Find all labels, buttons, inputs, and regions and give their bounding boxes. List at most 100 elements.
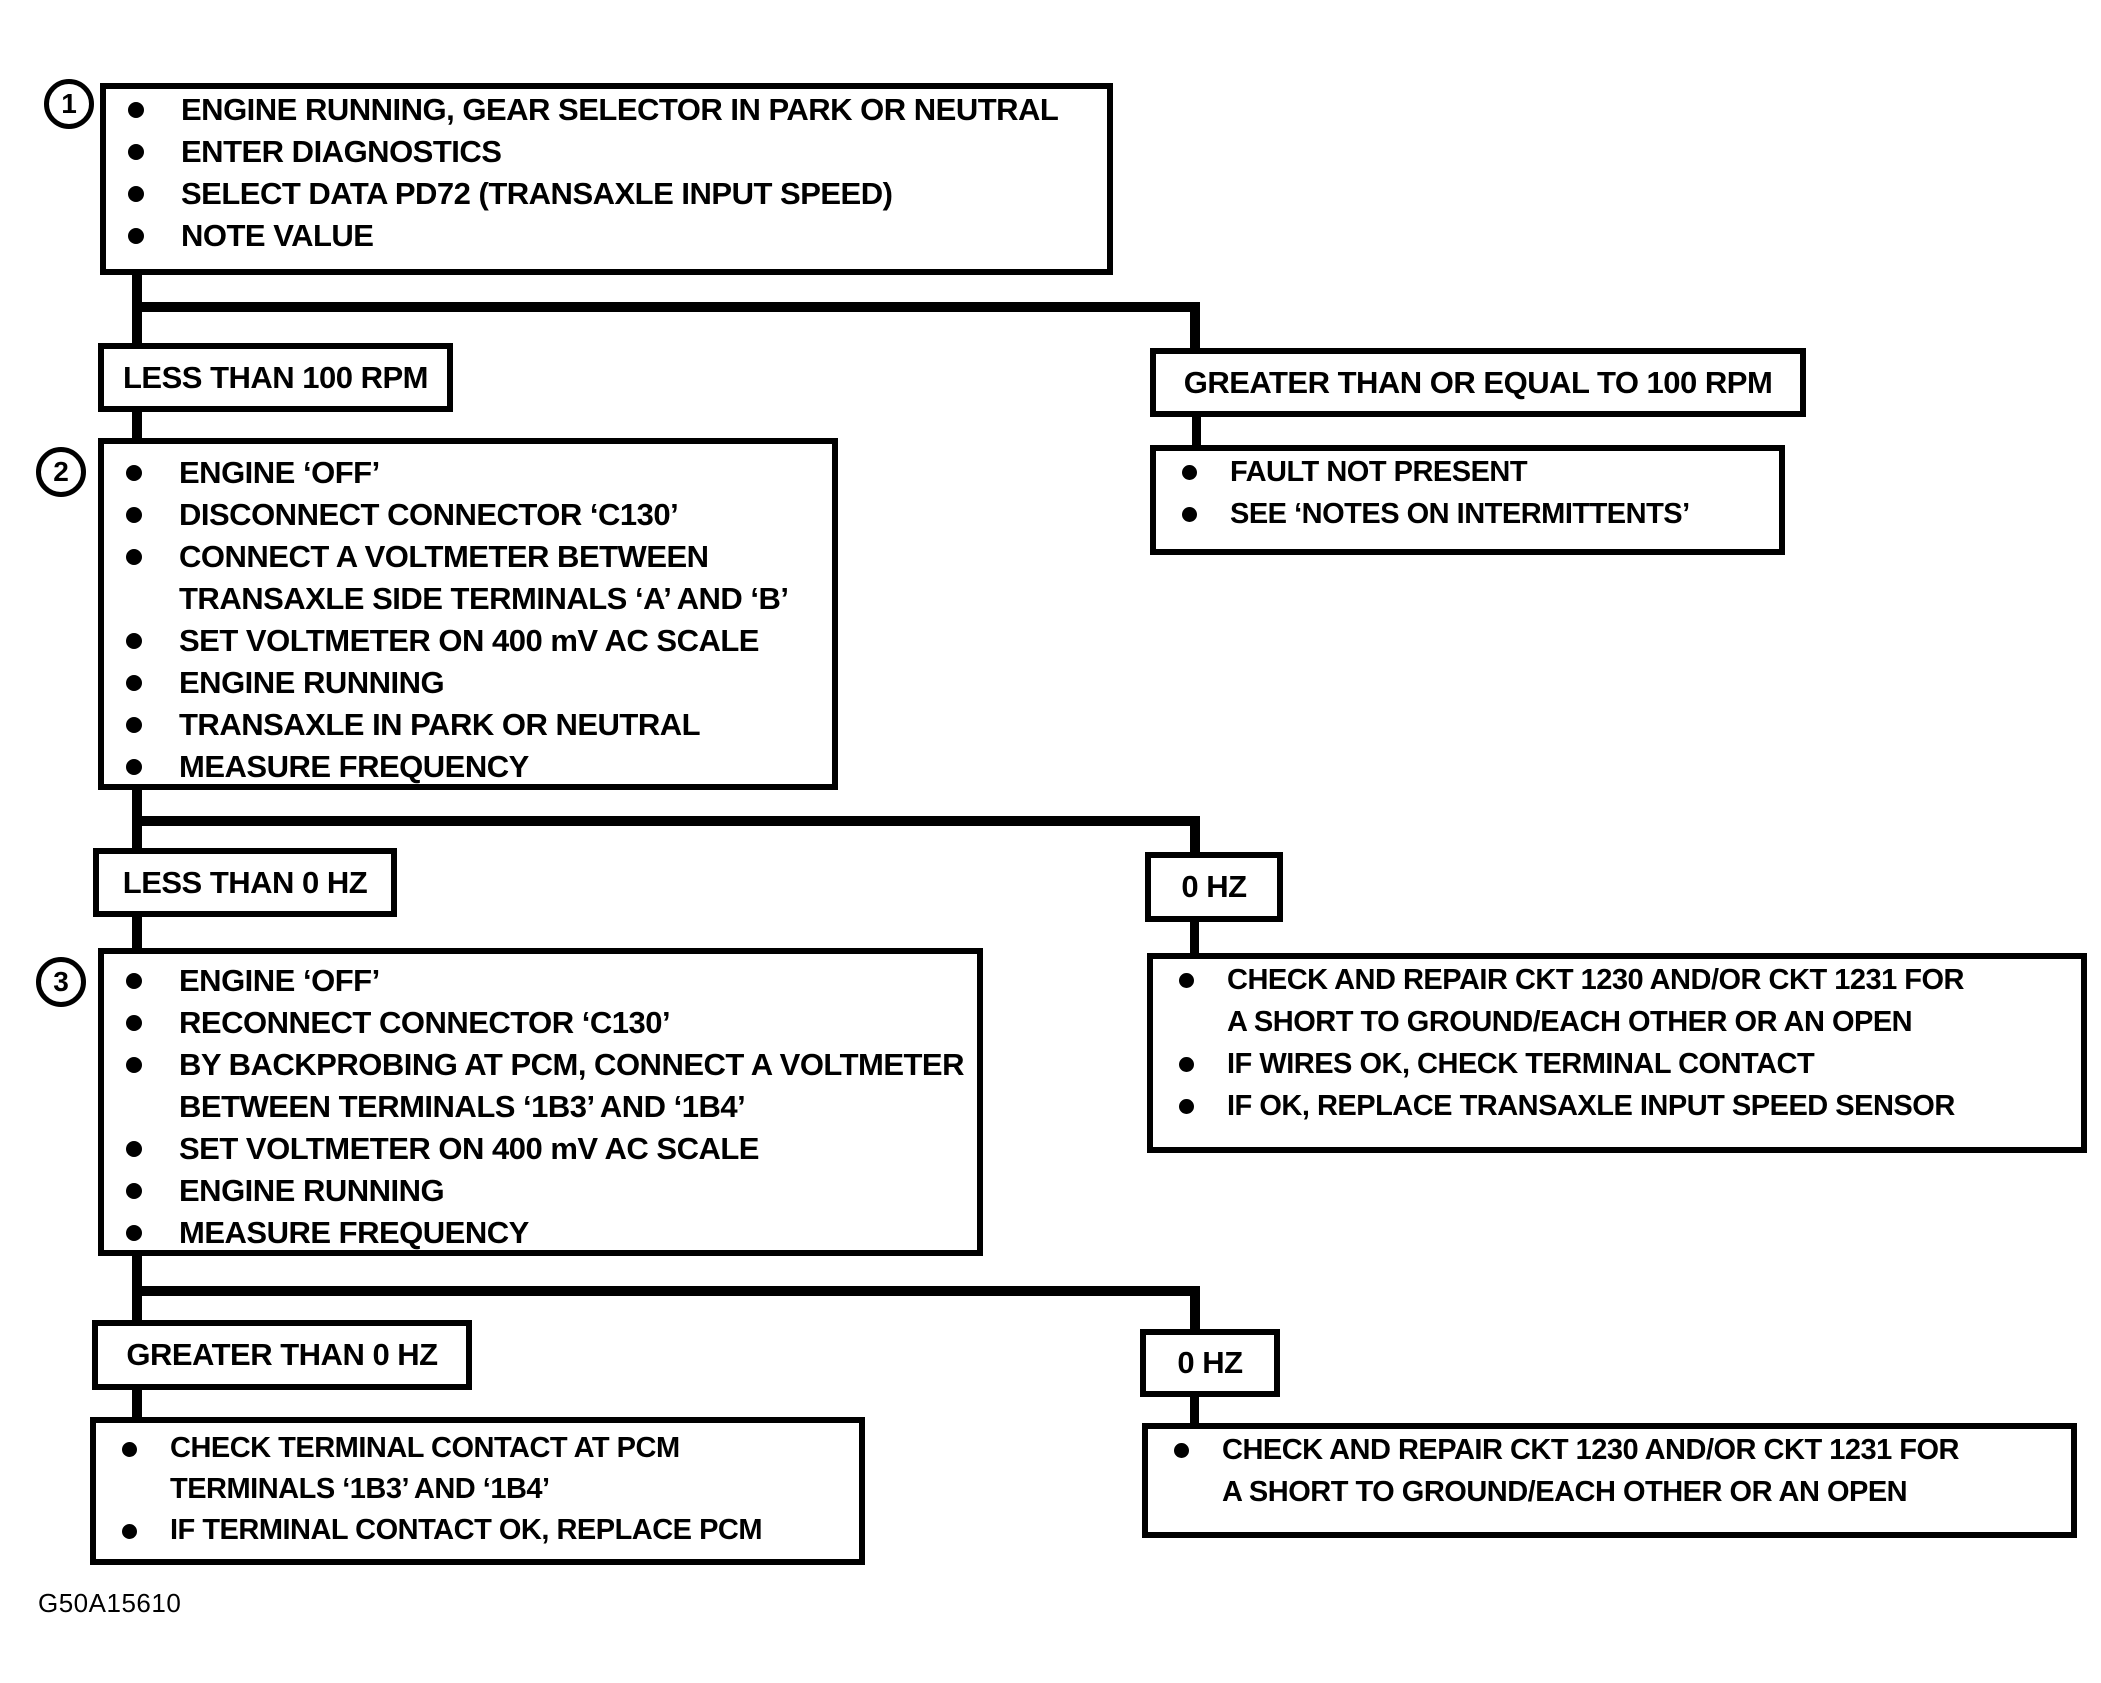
list-item: SET VOLTMETER ON 400 mV AC SCALE	[104, 1128, 977, 1170]
bullet-text: SET VOLTMETER ON 400 mV AC SCALE	[179, 1131, 759, 1166]
bullet-text: SET VOLTMETER ON 400 mV AC SCALE	[179, 623, 759, 658]
bullet-icon	[126, 507, 142, 523]
bullet-text: ENGINE RUNNING	[179, 665, 445, 700]
bullet-icon	[126, 1225, 142, 1241]
step-number-label: 3	[53, 966, 69, 997]
bullet-text: BY BACKPROBING AT PCM, CONNECT A VOLTMET…	[179, 1047, 965, 1124]
connector-line	[1192, 415, 1201, 449]
list-item: IF WIRES OK, CHECK TERMINAL CONTACT	[1153, 1043, 2081, 1085]
bullet-text: IF OK, REPLACE TRANSAXLE INPUT SPEED SEN…	[1227, 1090, 1955, 1122]
bullet-icon	[1179, 1099, 1194, 1114]
list-item: CHECK AND REPAIR CKT 1230 AND/OR CKT 123…	[1153, 959, 2081, 1043]
bullet-text: SELECT DATA PD72 (TRANSAXLE INPUT SPEED)	[181, 176, 893, 211]
bullet-text: CHECK AND REPAIR CKT 1230 AND/OR CKT 123…	[1222, 1434, 1960, 1508]
bullet-icon	[126, 549, 142, 565]
bullet-text: FAULT NOT PRESENT	[1230, 456, 1528, 488]
branch-label-text: GREATER THAN OR EQUAL TO 100 RPM	[1183, 364, 1773, 400]
bullet-icon	[1179, 1057, 1194, 1072]
step-1-number: 1	[44, 79, 94, 129]
bullet-icon	[126, 465, 142, 481]
bullet-icon	[128, 186, 144, 202]
list-item: SELECT DATA PD72 (TRANSAXLE INPUT SPEED)	[106, 173, 1107, 215]
bullet-icon	[122, 1524, 137, 1539]
list-item: DISCONNECT CONNECTOR ‘C130’	[104, 494, 832, 536]
branch-label-text: LESS THAN 0 HZ	[122, 864, 368, 900]
list-item: IF OK, REPLACE TRANSAXLE INPUT SPEED SEN…	[1153, 1085, 2081, 1127]
list-item: CONNECT A VOLTMETER BETWEEN TRANSAXLE SI…	[104, 536, 832, 620]
bullet-text: ENGINE ‘OFF’	[179, 963, 380, 998]
bullet-text: ENTER DIAGNOSTICS	[181, 134, 502, 169]
list-item: IF TERMINAL CONTACT OK, REPLACE PCM	[96, 1510, 859, 1551]
measure-label: MEASURE	[179, 1215, 331, 1250]
result-box-pcm: CHECK TERMINAL CONTACT AT PCM TERMINALS …	[90, 1417, 865, 1565]
bullet-text: CHECK AND REPAIR CKT 1230 AND/OR CKT 123…	[1227, 964, 1965, 1038]
connector-line	[1190, 1395, 1199, 1426]
result-box-ckt-repair-bottom: CHECK AND REPAIR CKT 1230 AND/OR CKT 123…	[1142, 1423, 2077, 1538]
bullet-text: IF TERMINAL CONTACT OK, REPLACE PCM	[170, 1514, 763, 1546]
list-item: BY BACKPROBING AT PCM, CONNECT A VOLTMET…	[104, 1044, 977, 1128]
bullet-text: MEASURE FREQUENCY	[179, 746, 529, 789]
figure-id-label: G50A15610	[38, 1588, 182, 1618]
bullet-text: CHECK TERMINAL CONTACT AT PCM TERMINALS …	[170, 1432, 680, 1505]
bullet-icon	[126, 1141, 142, 1157]
step-2-box: ENGINE ‘OFF’ DISCONNECT CONNECTOR ‘C130’…	[98, 438, 838, 790]
connector-line	[1190, 816, 1200, 856]
bullet-icon	[122, 1442, 137, 1457]
result-box-fault-not-present: FAULT NOT PRESENT SEE ‘NOTES ON INTERMIT…	[1150, 445, 1785, 555]
branch-label-text: GREATER THAN 0 HZ	[126, 1337, 438, 1372]
bullet-text: CONNECT A VOLTMETER BETWEEN TRANSAXLE SI…	[179, 539, 789, 616]
bullet-icon	[1179, 973, 1194, 988]
list-item: RECONNECT CONNECTOR ‘C130’	[104, 1002, 977, 1044]
connector-line	[132, 410, 142, 442]
step-3-number: 3	[36, 957, 86, 1007]
list-item: ENTER DIAGNOSTICS	[106, 131, 1107, 173]
connector-line	[132, 302, 1200, 312]
branch-label-text: 0 HZ	[1181, 869, 1247, 904]
list-item: ENGINE ‘OFF’	[104, 960, 977, 1002]
bullet-text: RECONNECT CONNECTOR ‘C130’	[179, 1005, 671, 1040]
branch-label-greater-than-0-hz: GREATER THAN 0 HZ	[92, 1320, 472, 1390]
result-box-ckt-repair-top: CHECK AND REPAIR CKT 1230 AND/OR CKT 123…	[1147, 953, 2087, 1153]
bullet-text: ENGINE RUNNING	[179, 1173, 445, 1208]
measure-frequency-label: FREQUENCY	[338, 1215, 529, 1255]
connector-line	[1190, 1286, 1200, 1332]
bullet-text: SEE ‘NOTES ON INTERMITTENTS’	[1230, 498, 1690, 530]
branch-label-less-than-0-hz: LESS THAN 0 HZ	[93, 848, 397, 917]
list-item: ENGINE ‘OFF’	[104, 452, 832, 494]
bullet-icon	[1182, 507, 1197, 522]
bullet-icon	[128, 228, 144, 244]
measure-frequency-label: FREQUENCY	[338, 749, 529, 789]
step-3-box: ENGINE ‘OFF’ RECONNECT CONNECTOR ‘C130’ …	[98, 948, 983, 1256]
branch-label-0-hz-bottom: 0 HZ	[1140, 1329, 1280, 1397]
step-number-label: 2	[53, 456, 69, 487]
branch-label-text: LESS THAN 100 RPM	[122, 359, 429, 395]
bullet-icon	[128, 102, 144, 118]
bullet-icon	[126, 1057, 142, 1073]
measure-label: MEASURE	[179, 749, 331, 784]
branch-label-text: 0 HZ	[1177, 1345, 1243, 1380]
list-item: TRANSAXLE IN PARK OR NEUTRAL	[104, 704, 832, 746]
bullet-icon	[128, 144, 144, 160]
list-item: SET VOLTMETER ON 400 mV AC SCALE	[104, 620, 832, 662]
bullet-icon	[1174, 1443, 1189, 1458]
connector-line	[132, 1286, 1200, 1296]
bullet-text: ENGINE ‘OFF’	[179, 455, 380, 490]
list-item: NOTE VALUE	[106, 215, 1107, 257]
branch-label-0-hz-top: 0 HZ	[1145, 852, 1283, 922]
bullet-icon	[126, 717, 142, 733]
bullet-text: TRANSAXLE IN PARK OR NEUTRAL	[179, 707, 701, 742]
bullet-icon	[126, 633, 142, 649]
bullet-icon	[126, 759, 142, 775]
list-item: CHECK AND REPAIR CKT 1230 AND/OR CKT 123…	[1148, 1429, 2071, 1513]
branch-label-less-than-100-rpm: LESS THAN 100 RPM	[98, 343, 453, 412]
list-item: ENGINE RUNNING	[104, 662, 832, 704]
step-number-label: 1	[61, 88, 77, 119]
connector-line	[1190, 920, 1199, 956]
step-1-box: ENGINE RUNNING, GEAR SELECTOR IN PARK OR…	[100, 83, 1113, 275]
connector-line	[132, 915, 142, 951]
connector-line	[132, 1388, 142, 1420]
list-item: MEASURE FREQUENCY	[104, 1212, 977, 1255]
connector-line	[1190, 302, 1200, 350]
bullet-text: MEASURE FREQUENCY	[179, 1212, 529, 1255]
